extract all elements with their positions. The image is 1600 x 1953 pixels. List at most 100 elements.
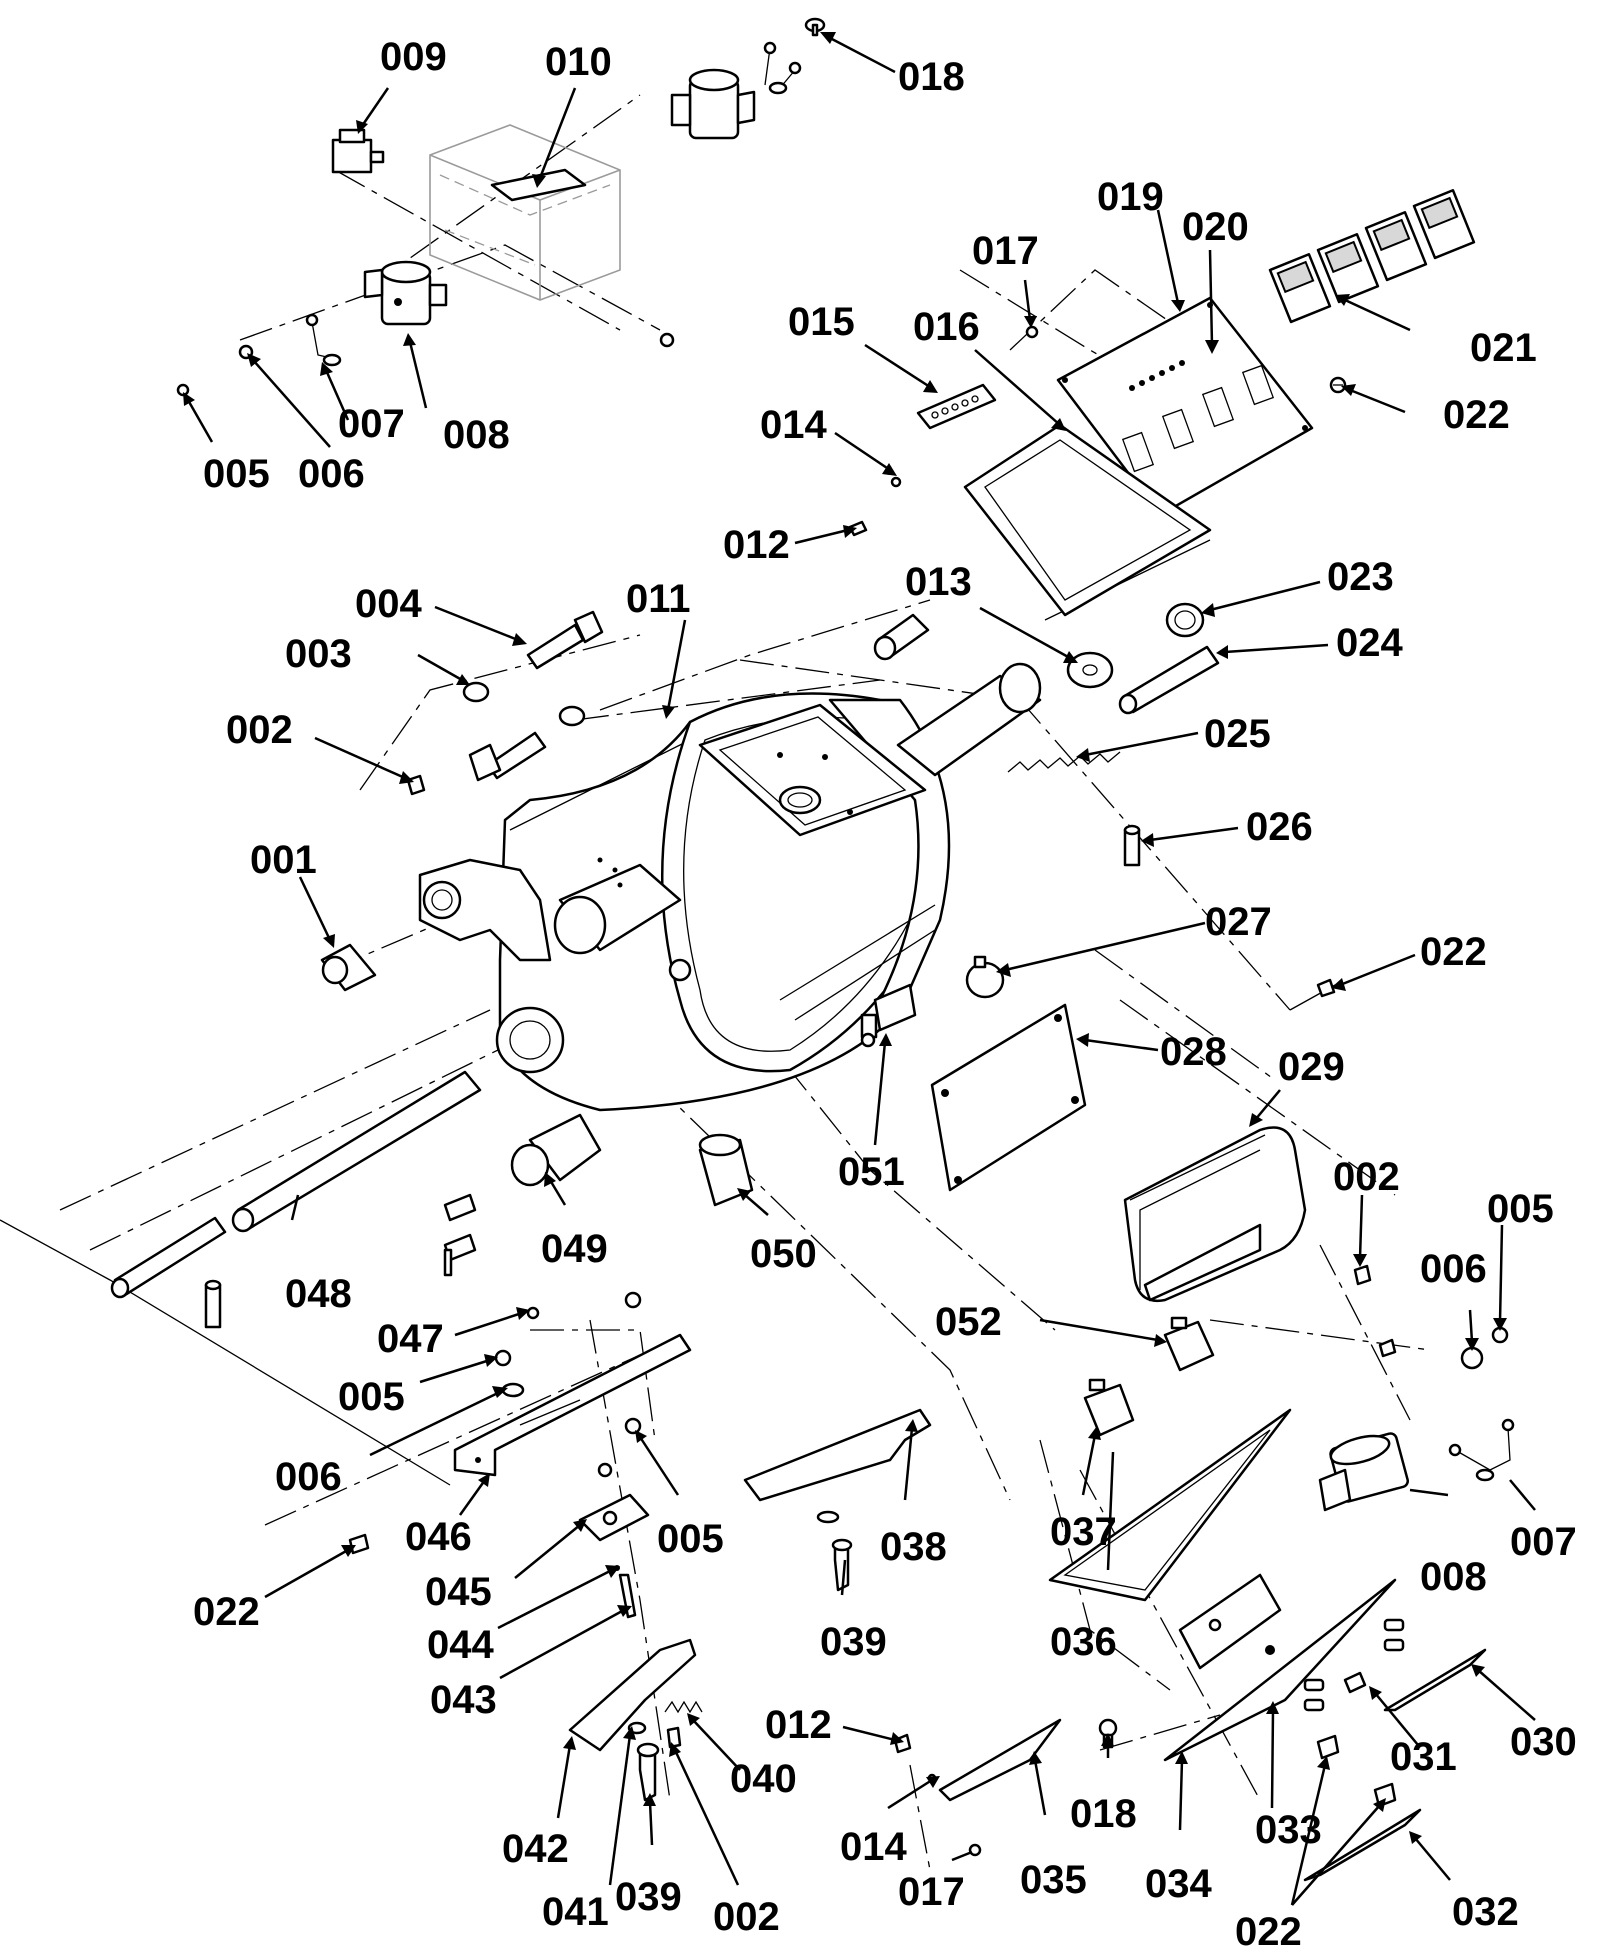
callout-022: 022 <box>193 1590 260 1634</box>
callout-010: 010 <box>545 40 612 84</box>
bolt-lower <box>468 731 547 782</box>
callout-044: 044 <box>427 1623 494 1667</box>
callout-024: 024 <box>1336 621 1403 665</box>
pin-lower-left <box>110 1216 227 1299</box>
callout-031: 031 <box>1390 1735 1457 1779</box>
spacer-001 <box>320 943 377 992</box>
callout-020: 020 <box>1182 205 1249 249</box>
callout-037: 037 <box>1050 1510 1117 1554</box>
callout-026: 026 <box>1246 805 1313 849</box>
callout-002: 002 <box>226 708 293 752</box>
screw-031 <box>1343 1671 1367 1694</box>
callout-011: 011 <box>626 577 691 621</box>
nut-mid <box>624 1291 642 1309</box>
callout-006: 006 <box>298 452 365 496</box>
spacer-upper <box>873 613 930 661</box>
jumper-wire-upper <box>763 41 802 95</box>
callout-038: 038 <box>880 1525 947 1569</box>
callout-042: 042 <box>502 1827 569 1871</box>
bracket-034 <box>1163 1573 1397 1762</box>
callout-022: 022 <box>1443 393 1510 437</box>
gasket-036 <box>1048 1408 1292 1602</box>
knob-027 <box>965 955 1005 999</box>
gasket-016 <box>963 423 1212 617</box>
callout-048: 048 <box>285 1272 352 1316</box>
circuit-breaker-009 <box>331 128 385 174</box>
callout-041: 041 <box>542 1890 609 1934</box>
callout-009: 009 <box>380 35 447 79</box>
callout-052: 052 <box>935 1300 1002 1344</box>
nut-top-right <box>659 332 675 348</box>
rocker-switches-021 <box>1268 189 1476 324</box>
callout-007: 007 <box>1510 1520 1577 1564</box>
pads-033 <box>1303 1618 1405 1712</box>
switch-045 <box>578 1493 650 1542</box>
callout-022: 022 <box>1235 1910 1302 1953</box>
callout-005: 005 <box>203 452 270 496</box>
nut-005-left <box>494 1349 512 1367</box>
callout-025: 025 <box>1204 712 1271 756</box>
callout-017: 017 <box>898 1870 965 1914</box>
callout-039: 039 <box>615 1875 682 1919</box>
callout-018: 018 <box>1070 1792 1137 1836</box>
screw-002-bottom <box>666 1726 682 1749</box>
callout-005: 005 <box>338 1375 405 1419</box>
callout-013: 013 <box>905 560 972 604</box>
screw-right-2 <box>1378 1338 1397 1358</box>
callout-023: 023 <box>1327 555 1394 599</box>
nut-017-top <box>1025 325 1039 339</box>
callout-006: 006 <box>1420 1247 1487 1291</box>
pin-039-bottom <box>636 1742 660 1802</box>
nut-005-top <box>176 383 190 397</box>
jumper-wire-007-right <box>1448 1418 1515 1482</box>
spring-025 <box>1007 751 1121 773</box>
screw-022-left <box>348 1533 370 1555</box>
callout-002: 002 <box>713 1895 780 1939</box>
callout-039: 039 <box>820 1620 887 1664</box>
controller-029 <box>1123 1126 1307 1303</box>
screw-022-mid <box>1316 978 1336 998</box>
callout-018: 018 <box>898 55 965 99</box>
washer-mid <box>558 705 586 727</box>
screw-002-right <box>1353 1264 1372 1286</box>
nut-005-mid <box>624 1417 642 1435</box>
callout-016: 016 <box>913 305 980 349</box>
bolt-004 <box>526 610 604 670</box>
control-box-ghost <box>429 124 621 301</box>
screw-022-top <box>1329 376 1347 394</box>
callout-050: 050 <box>750 1232 817 1276</box>
pedal-042 <box>568 1638 697 1752</box>
main-housing-011 <box>418 662 1042 1112</box>
lever-038 <box>743 1408 932 1502</box>
solenoid-008-left <box>363 260 448 326</box>
callout-017: 017 <box>972 229 1039 273</box>
callout-049: 049 <box>541 1227 608 1271</box>
callout-029: 029 <box>1278 1045 1345 1089</box>
solenoid-upper <box>670 68 756 140</box>
spring-040 <box>664 1700 703 1714</box>
callout-014: 014 <box>760 403 827 447</box>
callout-045: 045 <box>425 1570 492 1614</box>
callout-005: 005 <box>657 1517 724 1561</box>
callout-051: 051 <box>838 1150 905 1194</box>
screws-022-bottom <box>1316 1734 1397 1808</box>
callout-030: 030 <box>1510 1720 1577 1764</box>
washer-003 <box>462 681 490 703</box>
relay-052 <box>1163 1316 1215 1372</box>
leader-arrows <box>183 32 1536 1906</box>
decal-030 <box>1383 1648 1487 1712</box>
pin-039-mid <box>831 1538 853 1592</box>
stud-lower-left <box>204 1279 222 1329</box>
nut-047 <box>526 1306 540 1320</box>
callout-006: 006 <box>275 1455 342 1499</box>
callout-019: 019 <box>1097 175 1164 219</box>
lockwasher-014-top <box>890 476 902 488</box>
relay-037 <box>1083 1378 1135 1437</box>
callout-040: 040 <box>730 1757 797 1801</box>
screw-012-top <box>848 520 868 537</box>
callout-012: 012 <box>723 523 790 567</box>
rod-048 <box>231 1070 482 1233</box>
callout-036: 036 <box>1050 1620 1117 1664</box>
washer-013 <box>1066 651 1114 689</box>
